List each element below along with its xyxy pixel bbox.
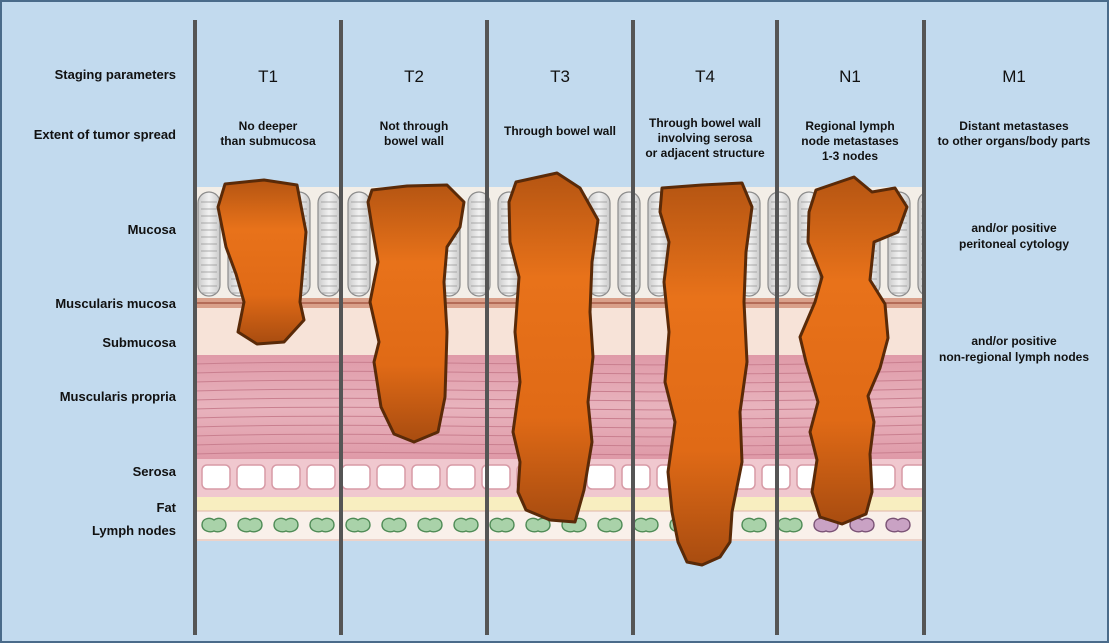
lymph-node bbox=[382, 518, 406, 531]
t4-desc-line-1: Through bowel wall bbox=[649, 116, 761, 130]
label-staging-parameters: Staging parameters bbox=[55, 67, 176, 82]
t1-desc-line-1: No deeper bbox=[239, 119, 298, 133]
stage-headers: T1 T2 T3 T4 N1 M1 bbox=[258, 67, 1026, 86]
t4-desc-line-2: involving serosa bbox=[658, 131, 753, 145]
metastatic-lymph-node bbox=[886, 518, 910, 531]
t3-desc-line-1: Through bowel wall bbox=[504, 124, 616, 138]
label-muscularis-propria: Muscularis propria bbox=[60, 389, 177, 404]
stage-t4-label: T4 bbox=[695, 67, 715, 86]
lymph-node bbox=[634, 518, 658, 531]
stage-t3-label: T3 bbox=[550, 67, 570, 86]
m1-peritoneal-line-2: peritoneal cytology bbox=[959, 237, 1069, 251]
lymph-node bbox=[526, 518, 550, 531]
lymph-node bbox=[778, 518, 802, 531]
label-lymph-nodes: Lymph nodes bbox=[92, 523, 176, 538]
lymph-node bbox=[454, 518, 478, 531]
villus bbox=[348, 192, 370, 296]
stage-m1-label: M1 bbox=[1002, 67, 1026, 86]
stage-t1-label: T1 bbox=[258, 67, 278, 86]
n1-desc-line-2: node metastases bbox=[801, 134, 899, 148]
t2-desc-line-2: bowel wall bbox=[384, 134, 444, 148]
lymph-node bbox=[742, 518, 766, 531]
label-mucosa: Mucosa bbox=[128, 222, 177, 237]
lymph-node bbox=[598, 518, 622, 531]
lymph-node bbox=[202, 518, 226, 531]
t2-desc-line-1: Not through bbox=[380, 119, 449, 133]
label-muscularis-mucosa: Muscularis mucosa bbox=[55, 296, 176, 311]
label-serosa: Serosa bbox=[133, 464, 177, 479]
label-fat: Fat bbox=[157, 500, 177, 515]
villus bbox=[618, 192, 640, 296]
label-extent-of-tumor-spread: Extent of tumor spread bbox=[34, 127, 176, 142]
lymph-node bbox=[346, 518, 370, 531]
m1-peritoneal-line-1: and/or positive bbox=[971, 221, 1057, 235]
villus bbox=[918, 192, 940, 296]
stage-n1-label: N1 bbox=[839, 67, 861, 86]
stage-t2-label: T2 bbox=[404, 67, 424, 86]
t1-desc-line-2: than submucosa bbox=[220, 134, 316, 148]
label-submucosa: Submucosa bbox=[102, 335, 176, 350]
m1-desc-line-1: Distant metastases bbox=[959, 119, 1069, 133]
m1-nodes-line-1: and/or positive bbox=[971, 334, 1057, 348]
lymph-node bbox=[310, 518, 334, 531]
tumor-t3 bbox=[509, 173, 598, 522]
lymph-node bbox=[274, 518, 298, 531]
row-labels: Staging parameters Extent of tumor sprea… bbox=[34, 67, 177, 538]
villus bbox=[318, 192, 340, 296]
lymph-node bbox=[238, 518, 262, 531]
t4-desc-line-3: or adjacent structure bbox=[645, 146, 765, 160]
n1-desc-line-1: Regional lymph bbox=[805, 119, 894, 133]
lymph-node bbox=[418, 518, 442, 531]
lymph-node bbox=[490, 518, 514, 531]
m1-nodes-line-2: non-regional lymph nodes bbox=[939, 350, 1089, 364]
m1-desc-line-2: to other organs/body parts bbox=[938, 134, 1091, 148]
n1-desc-line-3: 1-3 nodes bbox=[822, 149, 878, 163]
